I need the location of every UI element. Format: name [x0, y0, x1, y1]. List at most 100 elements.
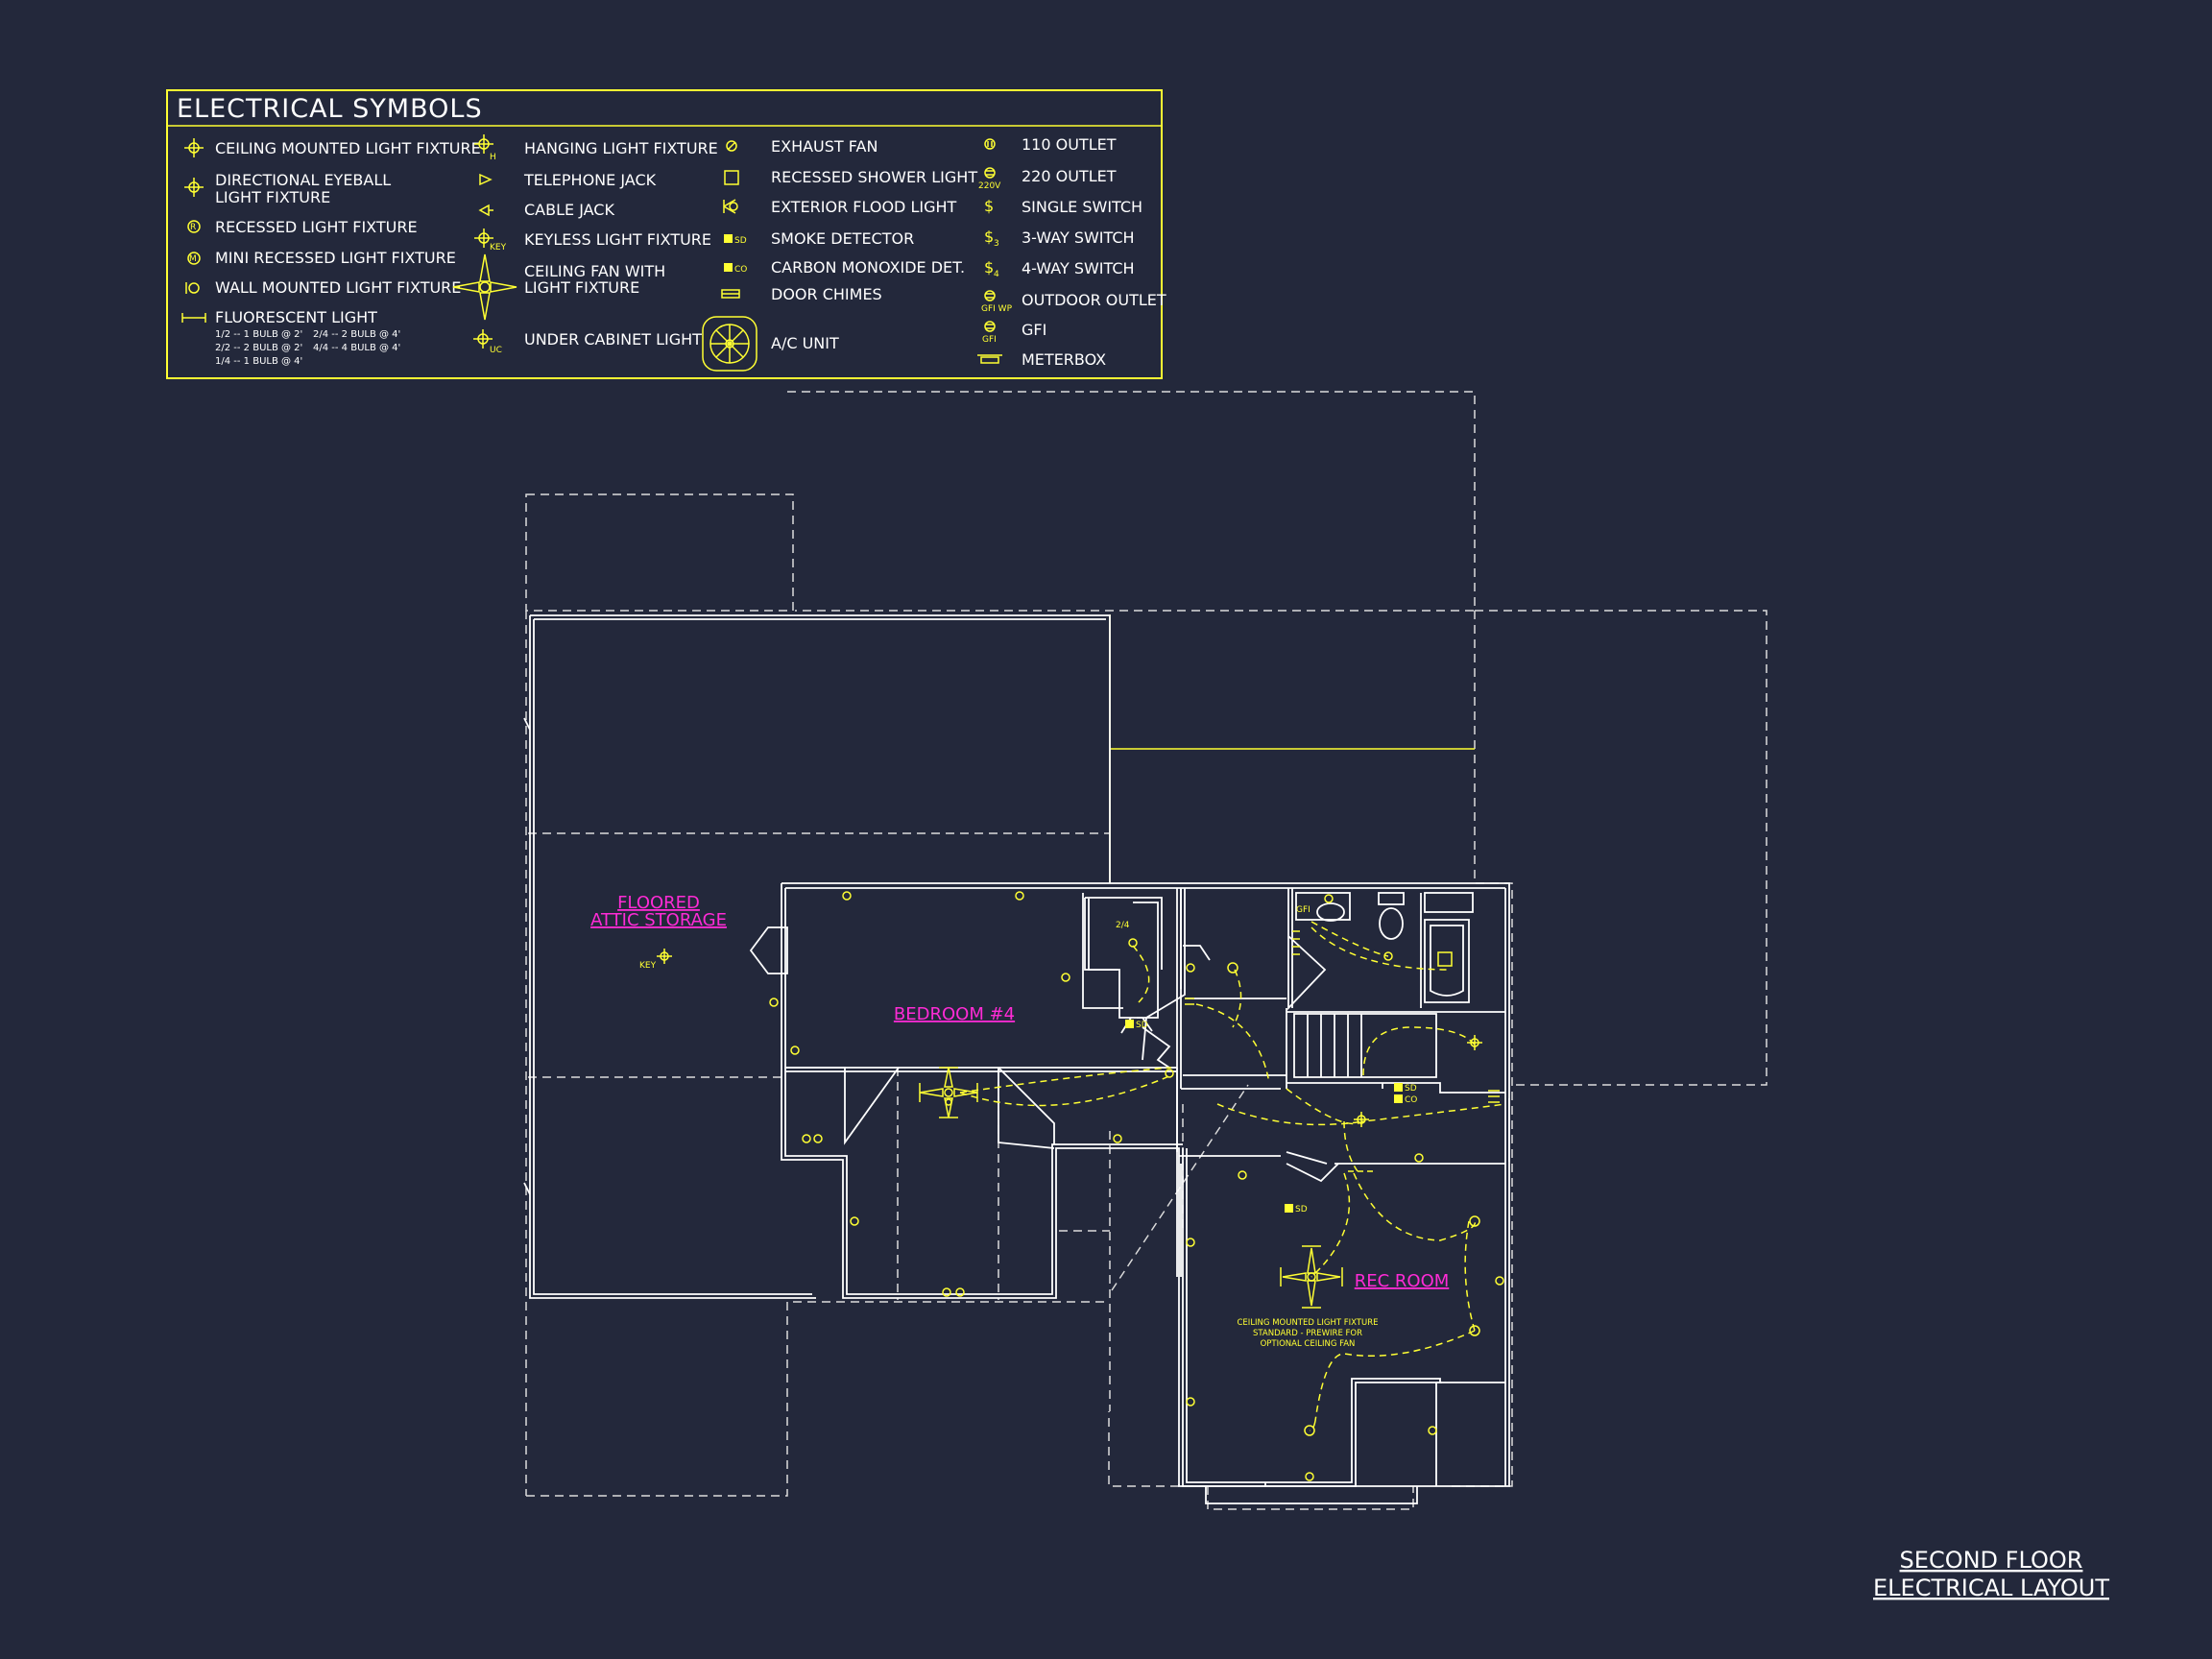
outlet-icon [850, 1216, 859, 1226]
co-detector-icon: CO [724, 263, 747, 275]
rec-ceiling-fan-icon [1280, 1245, 1343, 1309]
legend-flood-light-label: EXTERIOR FLOOD LIGHT [771, 198, 957, 216]
legend-shower-light-label: RECESSED SHOWER LIGHT [771, 168, 977, 186]
outlet-icon [802, 1134, 811, 1143]
legend-220-label: 220 OUTLET [1022, 167, 1117, 185]
outlet-icon [813, 1134, 823, 1143]
legend-keyless-label: KEYLESS LIGHT FIXTURE [524, 230, 711, 249]
legend-fluor-note-5: 1/4 -- 1 BULB @ 4' [215, 356, 302, 367]
legend-meterbox-label: METERBOX [1022, 350, 1106, 369]
meterbox-icon [977, 354, 1002, 364]
smoke-detector-hall-icon: SD [1394, 1083, 1417, 1094]
legend-fluor-note-4: 4/4 -- 4 BULB @ 4' [313, 343, 400, 353]
outlet-icon [1113, 1134, 1122, 1143]
svg-text:CO: CO [734, 265, 747, 275]
recessed-shower-light-icon [724, 170, 739, 185]
outlet-icon [842, 891, 852, 901]
framing-lines [1109, 614, 1475, 883]
outlet-icon [790, 1046, 800, 1055]
outlet-220-icon: 220V [978, 167, 1001, 191]
legend-exhaust-fan-label: EXHAUST FAN [771, 137, 878, 156]
rec-room-label: REC ROOM [1355, 1271, 1450, 1291]
under-cabinet-light-icon: UC [473, 329, 502, 355]
svg-text:220V: 220V [978, 181, 1001, 191]
svg-text:$: $ [984, 258, 994, 276]
legend-cable-label: CABLE JACK [524, 201, 614, 219]
rec-note-line2: STANDARD - PREWIRE FOR [1253, 1329, 1362, 1338]
roof-outline [525, 391, 1767, 1510]
rec-note-line1: CEILING MOUNTED LIGHT FIXTURE [1238, 1318, 1379, 1328]
recessed-light-icon [1304, 1425, 1315, 1436]
legend-fan-label-1: CEILING FAN WITH [524, 262, 665, 280]
ceiling-fan-icon [452, 253, 517, 321]
outlet-icon [1061, 973, 1070, 982]
svg-text:H: H [490, 153, 496, 162]
legend-4way-label: 4-WAY SWITCH [1022, 259, 1135, 277]
legend-hanging-light-label: HANGING LIGHT FIXTURE [524, 139, 718, 157]
gfi-icon: GFI [982, 321, 997, 345]
outlet-icon [1238, 1170, 1247, 1180]
svg-text:SD: SD [1405, 1084, 1417, 1094]
svg-text:M: M [189, 254, 197, 264]
legend-recessed-light-label: RECESSED LIGHT FIXTURE [215, 218, 418, 236]
outlet-icon [1015, 891, 1024, 901]
outlet-icon [955, 1287, 965, 1297]
svg-text:SD: SD [1136, 1021, 1148, 1030]
outlet-icon [1186, 1238, 1195, 1247]
attic-label-line1: FLOORED [617, 893, 700, 913]
recessed-light-icon [1469, 1325, 1480, 1336]
outlet-icon [1414, 1153, 1424, 1163]
legend-fluor-note-1: 1/2 -- 1 BULB @ 2' [215, 329, 302, 340]
ac-unit-icon [702, 316, 757, 372]
outlet-icon [1495, 1276, 1504, 1286]
outlet-icon [1305, 1472, 1314, 1481]
smoke-detector-bedroom-icon: SD [1125, 1020, 1148, 1030]
legend-fan-label-2: LIGHT FIXTURE [524, 278, 639, 297]
outlet-icon [1324, 894, 1334, 903]
legend-chimes-label: DOOR CHIMES [771, 285, 882, 303]
switch-group-icon [1488, 1090, 1500, 1103]
legend-under-cabinet-label: UNDER CABINET LIGHT [524, 330, 702, 349]
legend-title: ELECTRICAL SYMBOLS [177, 94, 483, 124]
outlet-icon [1186, 963, 1195, 973]
walls [523, 614, 1510, 1504]
svg-text:GFI WP: GFI WP [981, 304, 1013, 314]
exhaust-fan-icon [726, 140, 737, 152]
legend-fluor-note-2: 2/4 -- 2 BULB @ 4' [313, 329, 400, 340]
svg-text:KEY: KEY [490, 243, 507, 252]
ceiling-light-icon [1467, 1035, 1482, 1050]
attic-keyless-light-icon [657, 949, 672, 964]
wiring [959, 921, 1506, 1431]
ceiling-light-icon [1383, 951, 1393, 961]
smoke-detector-rec-icon: SD [1285, 1204, 1308, 1214]
rec-note-line3: OPTIONAL CEILING FAN [1261, 1339, 1356, 1349]
telephone-jack-icon [479, 173, 493, 186]
attic-label-line2: ATTIC STORAGE [590, 910, 727, 930]
recessed-light-icon [1469, 1215, 1480, 1227]
ceiling-light-icon [184, 138, 204, 157]
legend-mini-recessed-label: MINI RECESSED LIGHT FIXTURE [215, 249, 456, 267]
ceiling-light-icon [1354, 1112, 1369, 1127]
bedroom-ceiling-fan-icon [919, 1067, 978, 1118]
co-detector-hall-icon: CO [1394, 1094, 1417, 1105]
plan-fixtures [657, 891, 1504, 1481]
smoke-detector-icon: SD [724, 234, 747, 246]
legend-outdoor-outlet-label: OUTDOOR OUTLET [1022, 291, 1166, 309]
legend-eyeball-label-1: DIRECTIONAL EYEBALL [215, 171, 391, 189]
legend-co-label: CARBON MONOXIDE DET. [771, 258, 965, 276]
closet-fluor-tag: 2/4 [1116, 921, 1130, 930]
door-chimes-icon [721, 289, 740, 299]
outdoor-outlet-icon: GFI WP [981, 290, 1013, 314]
legend-ceiling-light-label: CEILING MOUNTED LIGHT FIXTURE [215, 139, 481, 157]
legend-fluorescent-label: FLUORESCENT LIGHT [215, 308, 377, 326]
outlet-icon [945, 1098, 952, 1106]
mini-recessed-light-icon: M [187, 252, 201, 265]
outlet-icon [1428, 1426, 1437, 1435]
ceiling-light-icon [1437, 951, 1453, 967]
legend-110-label: 110 OUTLET [1022, 135, 1117, 154]
bedroom-label: BEDROOM #4 [894, 1004, 1015, 1024]
legend-fluor-note-3: 2/2 -- 2 BULB @ 2' [215, 343, 302, 353]
attic-key-tag: KEY [639, 961, 657, 971]
svg-text:$: $ [984, 228, 994, 246]
eyeball-light-icon [184, 178, 204, 197]
